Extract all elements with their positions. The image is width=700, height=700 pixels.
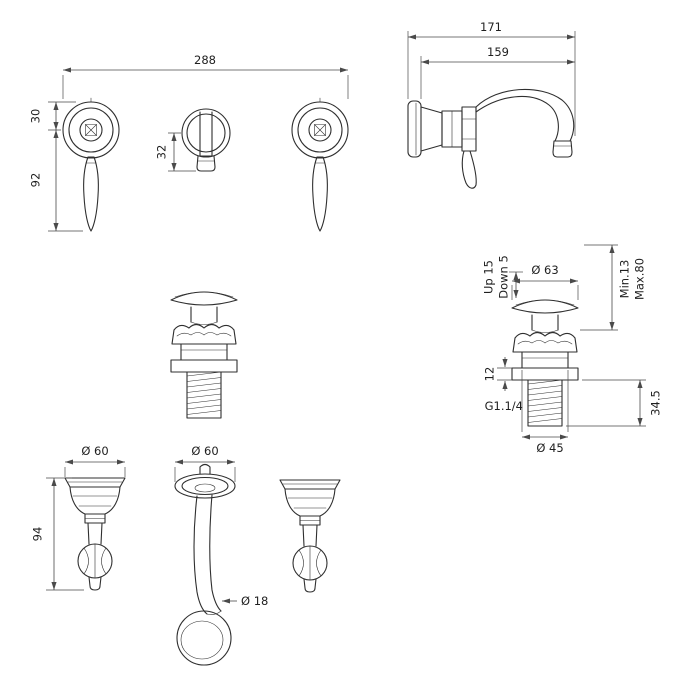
handle-diameter-label: Ø 60: [81, 444, 108, 458]
up-travel-label: Up 15: [482, 260, 496, 294]
body-diameter-label: Ø 45: [536, 441, 563, 455]
dim-total-depth: 171: [407, 20, 576, 136]
spout-drop-label: 32: [155, 145, 169, 160]
dim-body-diameter: Ø 45: [521, 370, 569, 455]
spout-flange-diameter-label: Ø 60: [191, 444, 218, 458]
dim-flange-thickness: 12: [483, 357, 512, 391]
front-view: 288 30 92 32: [29, 53, 349, 232]
front-handle-right: [291, 97, 349, 232]
dim-spout-flange-diameter: Ø 60: [174, 444, 236, 482]
dim-handle-diameter: Ø 60: [64, 444, 126, 477]
spout-tube-diameter-label: Ø 18: [241, 594, 268, 608]
down-travel-label: Down 5: [497, 255, 511, 299]
dim-spout-reach: 159: [420, 45, 575, 99]
max-depth-label: Max.80: [633, 258, 647, 300]
min-depth-label: Min.13: [618, 260, 632, 299]
side-view: 171 159: [407, 20, 576, 189]
thread-size-label: G1.1/4: [485, 399, 523, 413]
spout-reach-label: 159: [487, 45, 509, 59]
side-spout: [475, 88, 575, 158]
bottom-spout: Ø 60 Ø 18: [174, 444, 268, 666]
dim-cap-diameter: Ø 63: [511, 263, 579, 300]
thread-length-label: 34.5: [649, 390, 663, 416]
total-depth-label: 171: [480, 20, 502, 34]
dim-spout-tube-diameter: Ø 18: [222, 594, 268, 608]
dim-mounting-depth: Min.13 Max.80: [580, 244, 647, 331]
handle-offset-label: 30: [29, 109, 43, 124]
cap-diameter-label: Ø 63: [531, 263, 558, 277]
handle-length-label: 94: [31, 527, 45, 542]
bottom-handle-left: Ø 60 94: [31, 444, 126, 591]
drain-right: Ø 63 Up 15 Down 5 Min.13 Max.80 12 G1.1/…: [482, 244, 663, 455]
dim-thread-length: 34.5: [566, 379, 663, 427]
handle-length-label: 92: [29, 173, 43, 188]
drain-left: [170, 291, 238, 419]
flange-thickness-label: 12: [483, 367, 497, 382]
dim-handle-length: 94: [31, 477, 84, 591]
dim-spout-drop: 32: [155, 132, 196, 172]
front-handle-left: [62, 97, 120, 232]
bottom-handle-right: [279, 479, 341, 593]
overall-width-label: 288: [194, 53, 216, 67]
dim-overall-width: 288: [62, 53, 349, 99]
dim-handle-offset: 30 92: [29, 101, 83, 232]
side-lever: [461, 150, 477, 189]
front-spout: [181, 108, 231, 172]
side-wall-flange: [407, 100, 477, 158]
dim-cap-travel: Up 15 Down 5: [482, 255, 523, 299]
